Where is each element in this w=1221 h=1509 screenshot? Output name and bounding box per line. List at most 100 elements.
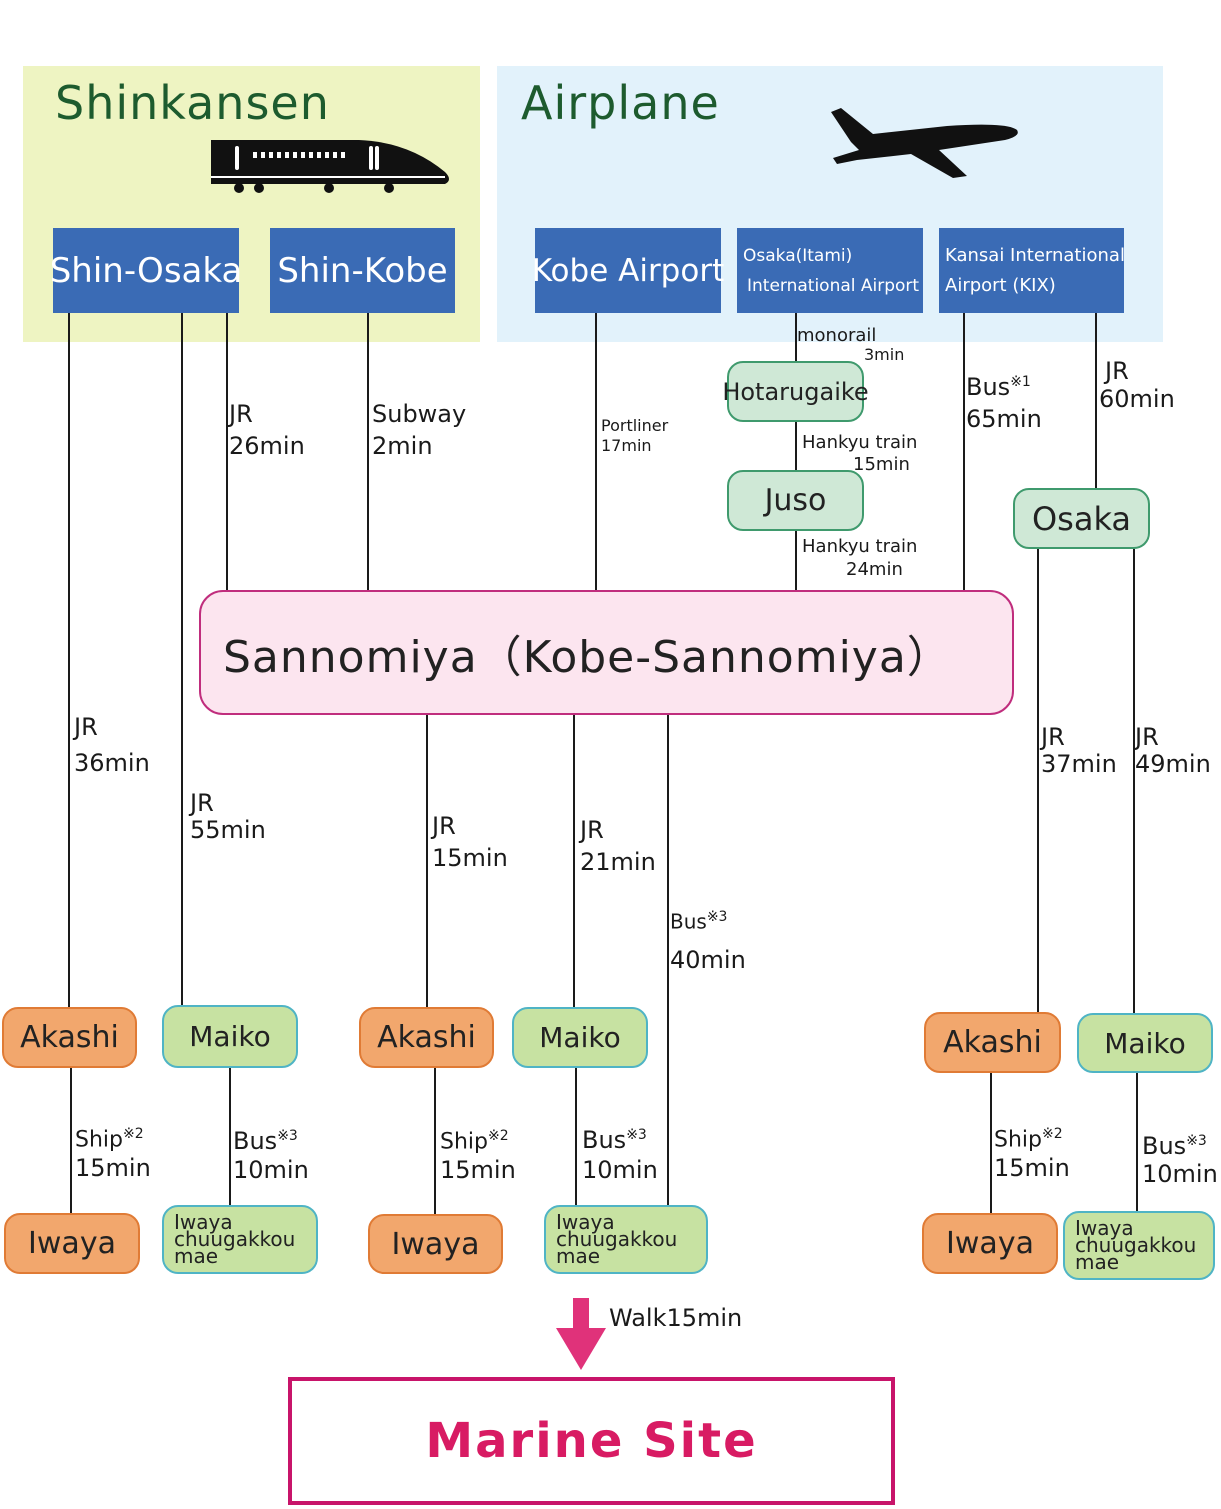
line-kix-osaka [1095, 313, 1097, 488]
destination-label: Marine Site [425, 1413, 758, 1469]
label-juso-sannomiya-mode: Hankyu train [802, 536, 918, 557]
station-shin-kobe-label: Shin-Kobe [277, 250, 448, 291]
line-maiko-iwaya-2 [575, 1068, 577, 1205]
iwaya-school-line2: chuugakkou [1075, 1233, 1197, 1257]
line-osaka-maiko [1133, 549, 1135, 1013]
station-iwaya-label: Iwaya [391, 1226, 480, 1262]
station-kix[interactable]: Kansai International Airport (KIX) [939, 228, 1125, 313]
station-iwaya-chuugakkou-mae-2[interactable]: Iwaya chuugakkou mae [544, 1205, 708, 1274]
line-sannomiya-akashi [426, 715, 428, 1007]
station-iwaya-chuugakkou-mae-1[interactable]: Iwaya chuugakkou mae [162, 1205, 318, 1274]
line-shinosaka-maiko [181, 313, 183, 1005]
iwaya-school-line1: Iwaya [1075, 1216, 1134, 1240]
airplane-title: Airplane [521, 76, 720, 130]
station-iwaya-chuugakkou-mae-3[interactable]: Iwaya chuugakkou mae [1063, 1211, 1215, 1280]
line-juso-sannomiya [795, 531, 797, 590]
line-itami-hotarugaike [795, 313, 797, 361]
station-shin-osaka[interactable]: Shin-Osaka [50, 228, 242, 313]
station-iwaya-1[interactable]: Iwaya [4, 1213, 140, 1274]
station-akashi-2[interactable]: Akashi [359, 1007, 494, 1068]
line-maiko-iwaya-3 [1136, 1073, 1138, 1211]
label-itami-hotarugaike-mode: monorail [797, 325, 877, 346]
iwaya-school-line2: chuugakkou [556, 1227, 678, 1251]
iwaya-school-line1: Iwaya [556, 1210, 615, 1234]
station-sannomiya-label: Sannomiya（Kobe-Sannomiya） [223, 631, 952, 683]
station-maiko-label: Maiko [539, 1021, 621, 1054]
station-osaka-label: Osaka [1031, 499, 1132, 538]
station-iwaya-label: Iwaya [28, 1226, 116, 1261]
station-shin-kobe[interactable]: Shin-Kobe [270, 228, 455, 313]
station-maiko-2[interactable]: Maiko [512, 1007, 648, 1068]
station-kobe-airport-label: Kobe Airport [531, 252, 725, 289]
station-hotarugaike[interactable]: Hotarugaike [722, 361, 869, 422]
station-iwaya-2[interactable]: Iwaya [368, 1214, 503, 1274]
line-kix-sannomiya [963, 313, 965, 590]
itami-label-line2: International Airport [747, 275, 920, 296]
itami-label-line1: Osaka(Itami) [743, 245, 853, 266]
kix-label-line2: Airport (KIX) [945, 274, 1056, 296]
iwaya-school-line3: mae [1075, 1250, 1120, 1274]
label-itami-hotarugaike-time: 3min [864, 345, 905, 364]
line-sannomiya-maiko [573, 715, 575, 1007]
line-osaka-akashi [1037, 549, 1039, 1012]
station-juso-label: Juso [764, 483, 827, 518]
line-shinkobe-sannomiya [367, 313, 369, 590]
station-sannomiya[interactable]: Sannomiya（Kobe-Sannomiya） [199, 590, 1014, 715]
station-maiko-3[interactable]: Maiko [1077, 1013, 1213, 1073]
line-akashi-iwaya-2 [434, 1068, 436, 1214]
destination-marine-site[interactable]: Marine Site [288, 1377, 895, 1505]
label-hotarugaike-juso-time: 15min [853, 454, 910, 475]
iwaya-school-line3: mae [174, 1244, 219, 1268]
station-iwaya-3[interactable]: Iwaya [922, 1213, 1058, 1274]
line-akashi-iwaya-3 [990, 1073, 992, 1213]
line-hotarugaike-juso [795, 422, 797, 470]
station-akashi-label: Akashi [377, 1020, 476, 1055]
iwaya-school-line2: chuugakkou [174, 1227, 296, 1251]
label-juso-sannomiya-time: 24min [846, 559, 903, 580]
kix-label-line1: Kansai International [945, 244, 1125, 266]
station-iwaya-label: Iwaya [946, 1226, 1034, 1261]
down-arrow-icon [556, 1328, 606, 1370]
line-kobeairport-sannomiya [595, 313, 597, 590]
shinkansen-title: Shinkansen [55, 76, 330, 130]
line-akashi-iwaya-1 [70, 1068, 72, 1213]
walk-arrow-shaft [573, 1298, 589, 1328]
station-akashi-label: Akashi [20, 1020, 119, 1055]
station-hotarugaike-label: Hotarugaike [722, 377, 869, 406]
label-walk: Walk15min [609, 1304, 743, 1332]
station-kobe-airport[interactable]: Kobe Airport [531, 228, 725, 313]
label-hotarugaike-juso-mode: Hankyu train [802, 432, 918, 453]
station-osaka[interactable]: Osaka [1013, 488, 1150, 549]
station-maiko-label: Maiko [1104, 1026, 1186, 1060]
station-akashi-1[interactable]: Akashi [2, 1007, 137, 1068]
line-shinosaka-sannomiya [226, 313, 228, 590]
line-shinosaka-akashi [68, 313, 70, 1008]
station-juso[interactable]: Juso [727, 470, 864, 531]
iwaya-school-line3: mae [556, 1244, 601, 1268]
station-maiko-1[interactable]: Maiko [162, 1005, 298, 1068]
shinkansen-train-icon [211, 140, 449, 193]
iwaya-school-line1: Iwaya [174, 1210, 233, 1234]
station-shin-osaka-label: Shin-Osaka [49, 250, 243, 291]
station-itami-airport[interactable]: Osaka(Itami) International Airport [737, 228, 923, 313]
station-maiko-label: Maiko [189, 1020, 271, 1053]
line-sannomiya-iwaya-bus [667, 715, 669, 1205]
station-akashi-3[interactable]: Akashi [924, 1012, 1061, 1073]
